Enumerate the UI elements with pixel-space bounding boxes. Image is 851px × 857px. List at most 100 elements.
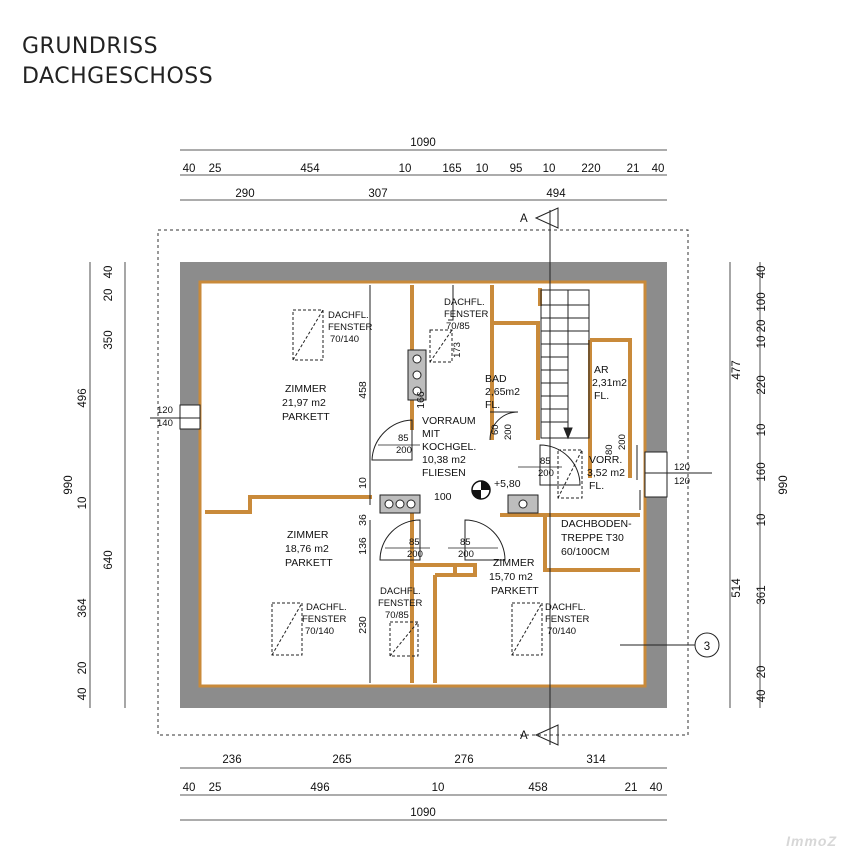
window-right-h: 120: [674, 476, 690, 487]
dim-top-r1-6: 95: [510, 163, 523, 175]
dim-top-r1-0: 40: [183, 163, 196, 175]
dim-right-10: 361: [756, 585, 768, 604]
stairs-note-l2: TREPPE T30: [561, 532, 624, 544]
inner-136: 136: [357, 537, 369, 555]
skylight3-l2: FENSTER: [302, 614, 346, 625]
dim-left-2: 350: [103, 330, 115, 349]
dim-top-row1: 40 25 454 10 165 10 95 10 220 21 40: [183, 163, 665, 175]
stairs-note-l1: DACHBODEN-: [561, 518, 632, 530]
skylight-label-4: DACHFL. FENSTER 70/85: [378, 586, 422, 621]
dim-bot-r2-3: 10: [432, 782, 445, 794]
zimmer2-floor: PARKETT: [285, 557, 333, 569]
dim-top-r1-10: 40: [652, 163, 665, 175]
axis-marker-3: 3: [620, 632, 720, 658]
bad-name: BAD: [485, 373, 507, 385]
dim-left-4: 10: [77, 497, 89, 510]
dim-bot-r1-0: 236: [222, 754, 241, 766]
section-marker-bottom: A: [520, 724, 559, 746]
section-label-bottom: A: [520, 730, 528, 742]
dim-left-chain: 20 40 350 496 10 640 364 20 40: [77, 266, 115, 701]
dim-top-r1-7: 10: [543, 163, 556, 175]
roof-outline: [157, 229, 689, 736]
dim-bot-r2-2: 496: [310, 782, 329, 794]
vorraum-name: VORRAUM: [422, 415, 476, 427]
dim-top-r1-8: 220: [581, 163, 600, 175]
dim-bot-r2-6: 40: [650, 782, 663, 794]
title-line-1: GRUNDRISS: [22, 34, 159, 59]
ar-area: 2,31m2: [592, 377, 627, 389]
skylight5-l2: FENSTER: [545, 614, 589, 625]
dim-bot-r2-4: 458: [528, 782, 547, 794]
dim-right-8: 10: [756, 514, 768, 527]
inner-10: 10: [357, 477, 369, 489]
skylight3-l1: DACHFL.: [306, 602, 347, 613]
skylight2-l2: FENSTER: [444, 309, 488, 320]
skylight-label-5: DACHFL. FENSTER 70/140: [545, 602, 589, 637]
inner-dims: 458 166 173 10 36 136 230 100: [357, 342, 463, 634]
door4-h: 200: [538, 468, 554, 479]
skylight1-l1: DACHFL.: [328, 310, 369, 321]
dim-right-4: 10: [756, 336, 768, 349]
zimmer3-area: 15,70 m2: [489, 571, 533, 583]
dim-left-3: 496: [77, 388, 89, 407]
zimmer1-floor: PARKETT: [282, 411, 330, 423]
room-zimmer-2: ZIMMER 18,76 m2 PARKETT: [285, 529, 333, 569]
vorr-floor: FL.: [589, 480, 604, 492]
level-value: +5,80: [494, 478, 521, 490]
watermark-logo: ImmoZ: [786, 833, 837, 849]
door3-h: 200: [458, 549, 474, 560]
door2-w: 85: [409, 537, 420, 548]
room-bad: BAD 2,65m2 FL.: [485, 373, 520, 411]
dim-right-9: 514: [731, 578, 743, 598]
dim-right-5: 220: [756, 375, 768, 394]
bad-door-w: 60: [490, 424, 501, 435]
window-right-w: 120: [674, 462, 690, 473]
dim-lines: [89, 149, 761, 821]
inner-100: 100: [434, 491, 452, 503]
ar-floor: FL.: [594, 390, 609, 402]
door4-w: 85: [540, 456, 551, 467]
dim-right-chain: 40 100 20 477 10 220 10 160 10 514 361 2…: [731, 266, 768, 703]
dim-right-0: 40: [756, 266, 768, 279]
dim-bot-r1-2: 276: [454, 754, 473, 766]
room-ar: AR 2,31m2 FL.: [592, 364, 627, 402]
dim-left-0: 20: [103, 289, 115, 302]
door-labels: 85 200 85 200 85 200 85 200 60 200 80 20…: [378, 424, 628, 560]
dim-top-r1-4: 165: [442, 163, 461, 175]
dim-right-7: 160: [756, 462, 768, 481]
skylight3-l3: 70/140: [305, 626, 334, 637]
inner-36: 36: [357, 514, 369, 526]
plan-title: GRUNDRISS DACHGESCHOSS: [22, 32, 213, 92]
dim-top-r2-2: 494: [546, 188, 566, 200]
bad-door-h: 200: [503, 424, 514, 440]
vorr-door-w: 80: [604, 444, 615, 455]
inner-166: 166: [415, 391, 427, 409]
skylights: [271, 309, 583, 657]
dim-top-r1-2: 454: [300, 163, 320, 175]
stove-burners: [384, 354, 528, 509]
dim-bottom-total: 1090: [410, 807, 436, 819]
door1-h: 200: [396, 445, 412, 456]
section-label-top: A: [520, 213, 528, 225]
skylight5-l1: DACHFL.: [545, 602, 586, 613]
skylight-label-2: DACHFL. FENSTER 70/85: [444, 297, 488, 332]
dim-right-3: 477: [731, 360, 743, 379]
skylight4-l1: DACHFL.: [380, 586, 421, 597]
bad-area: 2,65m2: [485, 386, 520, 398]
dim-bot-r2-1: 25: [209, 782, 222, 794]
zimmer1-name: ZIMMER: [285, 383, 327, 395]
inner-230: 230: [357, 616, 369, 634]
level-marker: +5,80: [471, 478, 521, 500]
zimmer1-area: 21,97 m2: [282, 397, 326, 409]
stairs-note-l3: 60/100CM: [561, 546, 609, 558]
room-zimmer-1: ZIMMER 21,97 m2 PARKETT: [282, 383, 330, 423]
dim-top-r2-0: 290: [235, 188, 254, 200]
room-vorraum: VORRAUM MIT KOCHGEL. 10,38 m2 FLIESEN: [422, 415, 476, 479]
dim-top-r1-1: 25: [209, 163, 222, 175]
dim-left-6: 364: [77, 598, 89, 618]
skylight4-l3: 70/85: [385, 610, 409, 621]
skylight-label-3: DACHFL. FENSTER 70/140: [302, 602, 347, 637]
skylight1-l3: 70/140: [330, 334, 359, 345]
vorr-door-h: 200: [617, 434, 628, 450]
